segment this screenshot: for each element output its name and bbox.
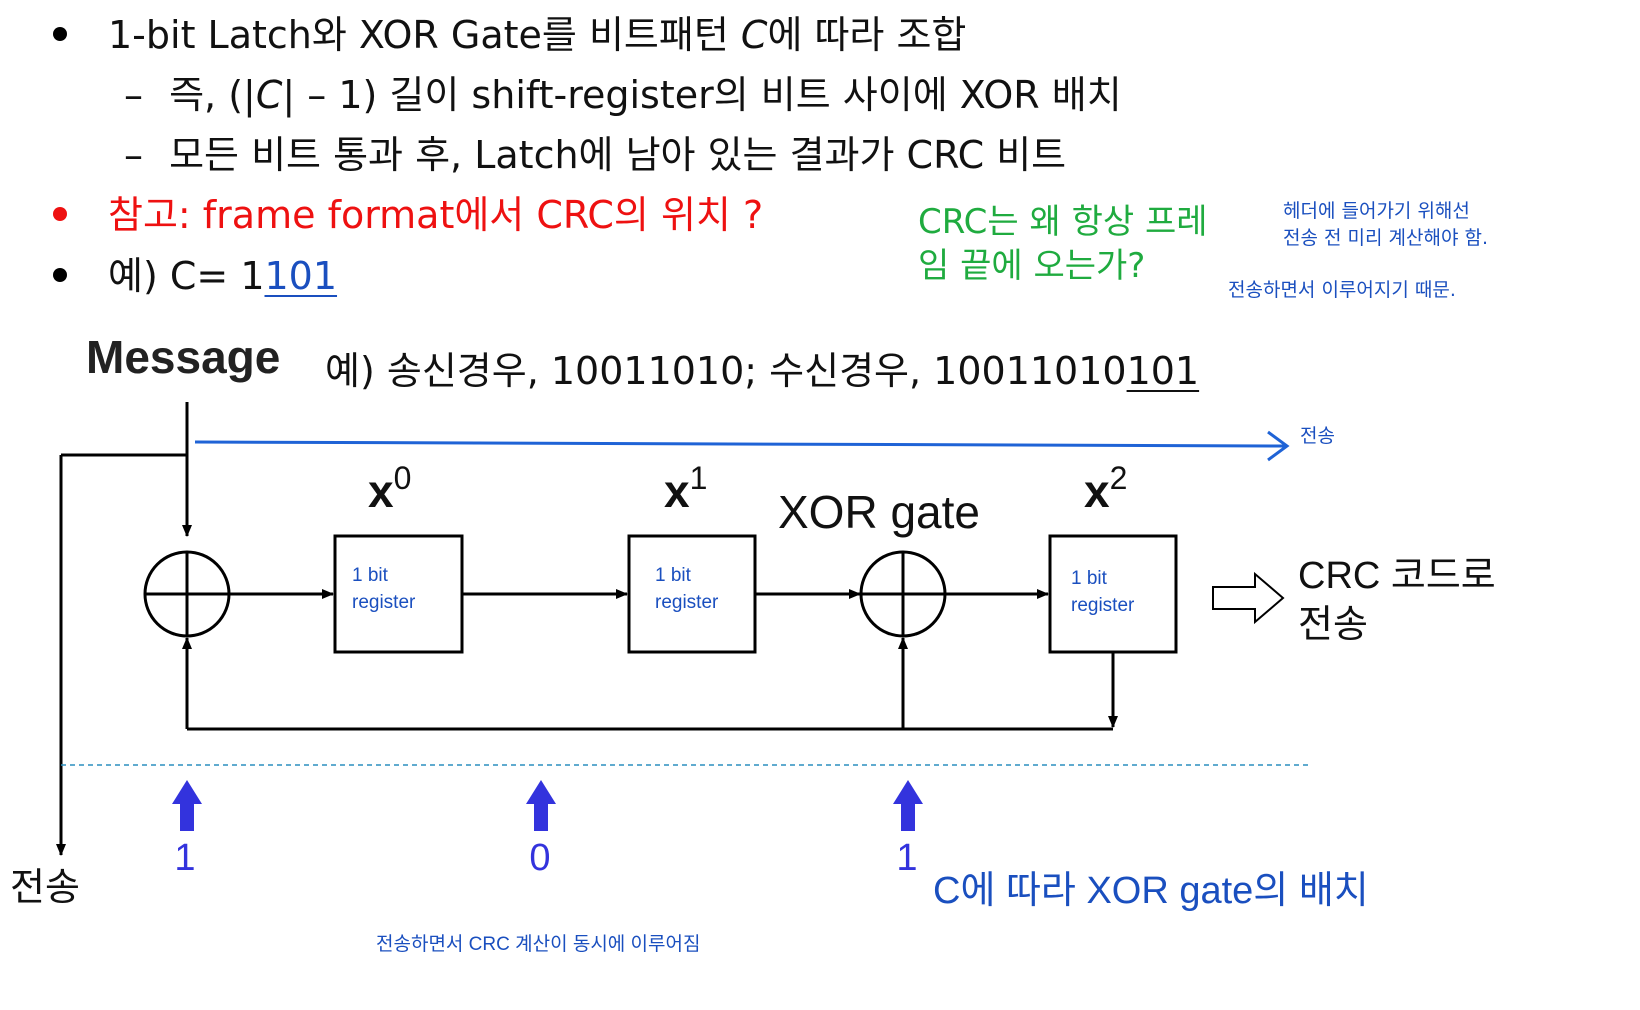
coefficient-2: 0	[529, 837, 550, 879]
register-2-label-2: register	[655, 592, 719, 613]
xor-gate-1	[143, 550, 231, 638]
crc-output-arrow	[1212, 571, 1285, 625]
bullet-dot-1	[53, 27, 67, 41]
register-1-power: x0	[368, 460, 411, 517]
register-1-power-base: x	[368, 465, 394, 517]
register-1-label-2: register	[352, 592, 416, 613]
bullet-1-post: 에 따라 조합	[767, 13, 967, 57]
register-2-power-base: x	[664, 465, 690, 517]
bullet-dot-3	[53, 268, 67, 282]
register-1-power-exp: 0	[394, 460, 412, 496]
register-3-label-2: register	[1071, 595, 1135, 616]
coefficient-arrow-2	[526, 780, 556, 831]
sub-bullet-dash: –	[124, 73, 143, 117]
xor-caption: C에 따라 XOR gate의 배치	[933, 870, 1369, 912]
message-label: Message	[86, 331, 281, 383]
sub-bullet-1-var: C	[255, 73, 283, 117]
xor-gate-label: XOR gate	[778, 486, 980, 538]
sub-bullet-dash: –	[124, 133, 143, 177]
register-box-3	[1048, 534, 1178, 654]
crc-output-line-1: CRC 코드로	[1298, 555, 1496, 597]
message-example: 예) 송신경우, 10011010; 수신경우, 10011010101	[325, 340, 1199, 395]
register-2-power: x1	[664, 460, 707, 517]
transmit-top-line	[194, 440, 1286, 448]
question-line-1: CRC는 왜 항상 프레	[918, 202, 1208, 242]
answer-note-2: 전송하면서 이루어지기 때문.	[1228, 279, 1456, 301]
bullet-1-var: C	[740, 13, 768, 57]
example-bullet-pre: 예) C= 1	[108, 254, 265, 298]
message-example-pre: 예) 송신경우, 10011010; 수신경우, 10011010	[325, 349, 1127, 393]
coefficient-arrow-3	[893, 780, 923, 831]
sub-bullet-2: – 모든 비트 통과 후, Latch에 남아 있는 결과가 CRC 비트	[124, 133, 1066, 177]
transmit-left-label: 전송	[10, 867, 80, 909]
sub-bullet-1-post: | – 1) 길이 shift-register의 비트 사이에 XOR 배치	[282, 73, 1122, 117]
sub-bullet-1-pre: 즉, (|	[169, 73, 256, 117]
question-line-2: 임 끝에 오는가?	[918, 246, 1146, 286]
coefficient-3: 1	[896, 837, 917, 879]
register-1-label-1: 1 bit	[352, 565, 389, 586]
transmit-top-arrowhead	[1267, 430, 1290, 462]
register-2-label-1: 1 bit	[655, 565, 692, 586]
register-3-power: x2	[1084, 460, 1127, 517]
message-example-underlined: 101	[1126, 349, 1200, 393]
example-bullet-underlined: 101	[264, 254, 338, 298]
coefficient-1: 1	[174, 837, 195, 879]
crc-output-line-2: 전송	[1298, 604, 1368, 646]
register-3-power-base: x	[1084, 465, 1110, 517]
answer-note-line-1: 헤더에 들어가기 위해선	[1283, 200, 1470, 222]
note-bullet: 참고: frame format에서 CRC의 위치 ?	[108, 193, 764, 237]
transmit-top-label: 전송	[1300, 425, 1335, 447]
bullet-dot-2	[53, 207, 67, 221]
answer-note-line-2: 전송 전 미리 계산해야 함.	[1283, 227, 1488, 249]
sub-bullet-2-text: 모든 비트 통과 후, Latch에 남아 있는 결과가 CRC 비트	[169, 133, 1067, 177]
example-bullet: 예) C= 1101	[108, 254, 337, 298]
bullet-1-text: 1-bit Latch와 XOR Gate를 비트패턴 C에 따라 조합	[108, 13, 966, 57]
register-2-power-exp: 1	[690, 460, 708, 496]
sub-bullet-1: – 즉, (|C| – 1) 길이 shift-register의 비트 사이에…	[124, 73, 1122, 117]
coefficient-arrow-1	[172, 780, 202, 831]
xor-gate-2	[859, 550, 947, 638]
register-3-power-exp: 2	[1110, 460, 1128, 496]
bottom-note: 전송하면서 CRC 계산이 동시에 이루어짐	[376, 933, 700, 955]
bullet-1-pre: 1-bit Latch와 XOR Gate를 비트패턴	[108, 13, 741, 57]
register-3-label-1: 1 bit	[1071, 568, 1108, 589]
